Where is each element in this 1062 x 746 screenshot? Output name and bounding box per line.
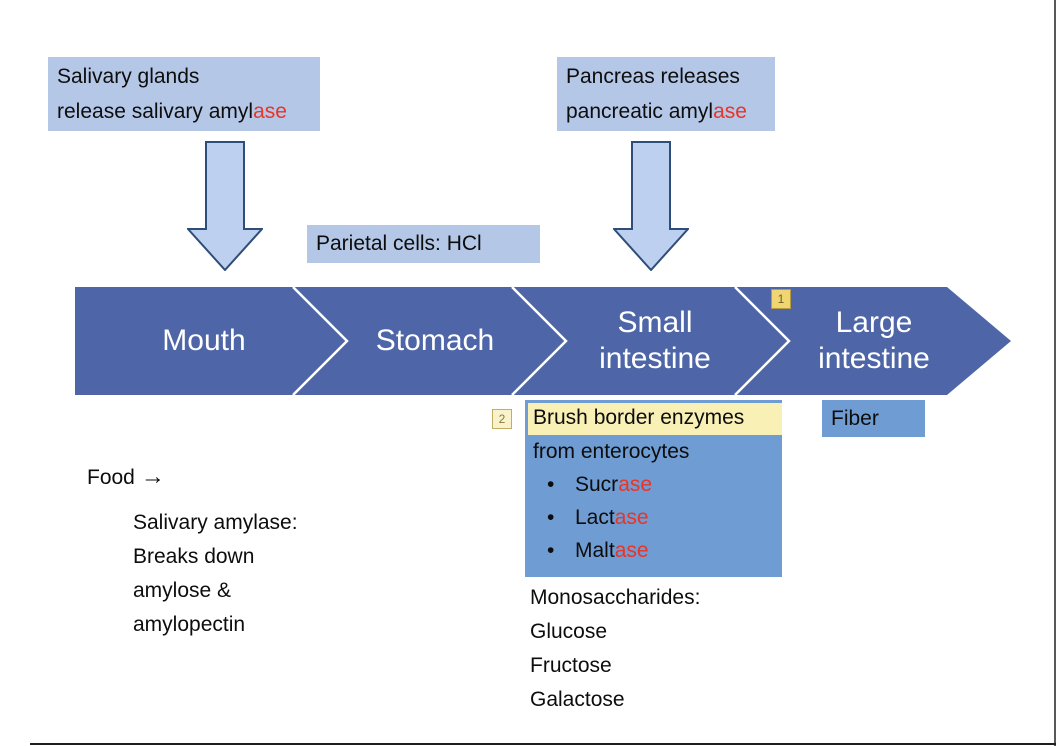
segment-mouth: Mouth: [75, 287, 333, 395]
salivary-down-arrow-icon: [187, 141, 263, 271]
sucrase-ase: ase: [618, 473, 653, 496]
monosaccharides-list: Monosaccharides: Glucose Fructose Galact…: [530, 581, 700, 717]
brush-border-enzymes-box: Brush border enzymes from enterocytes • S…: [525, 400, 782, 577]
segment-large-intestine-label-line2: intestine: [818, 342, 930, 375]
bullet-icon: •: [547, 506, 555, 529]
lactase-stem: Lact: [575, 506, 615, 529]
salivary-amylase-notes: Salivary amylase: Breaks down amylose & …: [133, 506, 298, 642]
process-arrow-shape: [75, 287, 1011, 395]
segment-large-intestine: Large intestine: [759, 287, 989, 395]
segment-mouth-label: Mouth: [162, 324, 246, 357]
badge-1: 1: [771, 289, 791, 309]
parietal-cells-label-box: Parietal cells: HCl: [307, 225, 540, 263]
notes-line-1: Salivary amylase:: [133, 511, 298, 534]
segment-small-intestine-label-line1: Small: [617, 306, 693, 339]
pancreas-line2-ase: ase: [713, 100, 747, 123]
pancreas-label-box: Pancreas releases pancreatic amylase: [557, 57, 775, 131]
pancreas-line2-text: pancreatic amyl: [566, 100, 714, 123]
right-arrow-icon: →: [140, 463, 165, 490]
notes-line-3: amylose &: [133, 579, 232, 602]
bullet-icon: •: [547, 473, 555, 496]
lactase-ase: ase: [614, 506, 649, 529]
brush-border-highlight-line: Brush border enzymes: [528, 403, 782, 435]
segment-stomach-label: Stomach: [375, 324, 495, 357]
food-label: Food→: [87, 462, 165, 493]
maltase-stem: Malt: [575, 539, 615, 562]
salivary-glands-line2: release salivary amylase: [57, 94, 311, 129]
salivary-glands-line1: Salivary glands: [57, 65, 200, 88]
fiber-label-box: Fiber: [822, 400, 925, 437]
slide-border-bottom: [30, 743, 1056, 745]
food-text: Food: [87, 466, 135, 489]
salivary-glands-line2-text: release salivary amyl: [57, 100, 254, 123]
maltase-ase: ase: [614, 539, 649, 562]
pancreas-line2: pancreatic amylase: [566, 94, 766, 129]
notes-line-4: amylopectin: [133, 613, 246, 636]
brush-border-line2: from enterocytes: [533, 440, 690, 463]
sucrase-stem: Sucr: [575, 473, 619, 496]
salivary-glands-label-box: Salivary glands release salivary amylase: [48, 57, 320, 131]
slide-border-right: [1054, 0, 1056, 746]
segment-stomach: Stomach: [320, 287, 550, 395]
segment-small-intestine: Small intestine: [540, 287, 770, 395]
badge-2: 2: [492, 409, 512, 429]
digestive-tract-process-arrow: Mouth Stomach Small intestine Large inte…: [75, 287, 1012, 395]
segment-large-intestine-label-line1: Large: [835, 306, 913, 339]
mono-line-2: Glucose: [530, 620, 608, 643]
pancreas-line1: Pancreas releases: [566, 65, 740, 88]
mono-line-4: Galactose: [530, 688, 625, 711]
pancreas-down-arrow-icon: [613, 141, 689, 271]
bullet-icon: •: [547, 539, 555, 562]
salivary-glands-line2-ase: ase: [253, 100, 287, 123]
notes-line-2: Breaks down: [133, 545, 255, 568]
mono-line-3: Fructose: [530, 654, 612, 677]
mono-line-1: Monosaccharides:: [530, 586, 701, 609]
segment-small-intestine-label-line2: intestine: [599, 342, 711, 375]
